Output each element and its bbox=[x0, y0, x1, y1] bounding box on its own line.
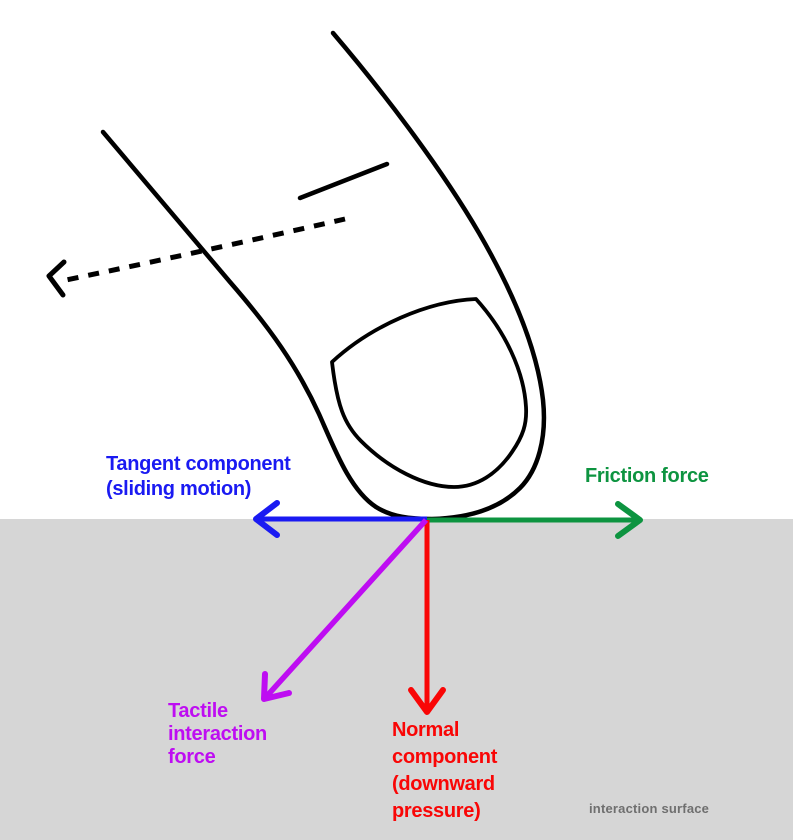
finger-crease-line bbox=[297, 161, 390, 201]
finger-outline bbox=[100, 30, 547, 522]
interaction-surface-label: interaction surface bbox=[589, 801, 710, 816]
tactile-arrowhead-icon bbox=[261, 671, 292, 702]
fingernail bbox=[330, 297, 529, 489]
normal-component-label: Normal component (downward pressure) bbox=[392, 719, 498, 822]
tactile-arrow bbox=[261, 518, 429, 702]
swipe-arrowhead-icon bbox=[46, 259, 67, 298]
tangent-component-label: Tangent component (sliding motion) bbox=[106, 453, 291, 500]
normal-arrowhead-icon bbox=[408, 687, 446, 715]
tangent-arrow bbox=[253, 500, 427, 538]
tactile-arrow-shaft bbox=[263, 518, 429, 699]
interaction-surface bbox=[0, 519, 793, 840]
friction-arrowhead-icon bbox=[615, 501, 643, 539]
swipe-arrow-shaft bbox=[65, 216, 346, 283]
swipe-motion-dashed-arrow bbox=[46, 216, 346, 298]
normal-arrow bbox=[408, 520, 446, 715]
friction-force-label: Friction force bbox=[585, 465, 709, 487]
tangent-arrowhead-icon bbox=[253, 500, 280, 538]
friction-arrow bbox=[427, 501, 643, 539]
tactile-force-label: Tactile interaction force bbox=[168, 700, 267, 768]
